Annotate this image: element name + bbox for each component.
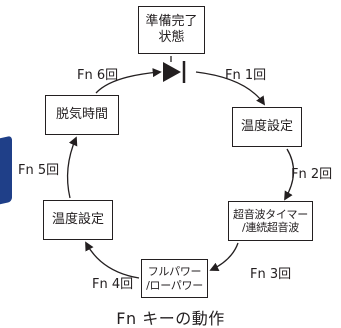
arrow-fn3 [209,242,239,271]
arrow-fn6 [95,68,162,94]
state-full-low-power: フルパワー /ローパワー [141,259,208,298]
arrow-fn5 [66,136,78,199]
diode-symbol [163,56,186,83]
arrow-fn4 [85,241,140,279]
diagram-caption: Fn キーの動作 [116,309,225,328]
state-temp-setting-2: 温度設定 [43,200,113,240]
label-fn2: Fn 2回 [291,167,333,182]
label-fn5: Fn 5回 [18,163,60,178]
state-sonic-timer: 超音波タイマー /連続超音波 [228,201,313,241]
label-fn6: Fn 6回 [77,68,119,83]
label-fn1: Fn 1回 [225,68,267,83]
label-fn3: Fn 3回 [250,267,292,282]
arrow-fn2 [284,148,295,201]
state-ready: 準備完了 状態 [138,6,205,54]
arrow-fn1 [195,71,266,106]
state-temp-setting-1: 温度設定 [232,107,302,147]
label-fn4: Fn 4回 [92,277,134,292]
state-degas-time: 脱気時間 [45,95,119,135]
